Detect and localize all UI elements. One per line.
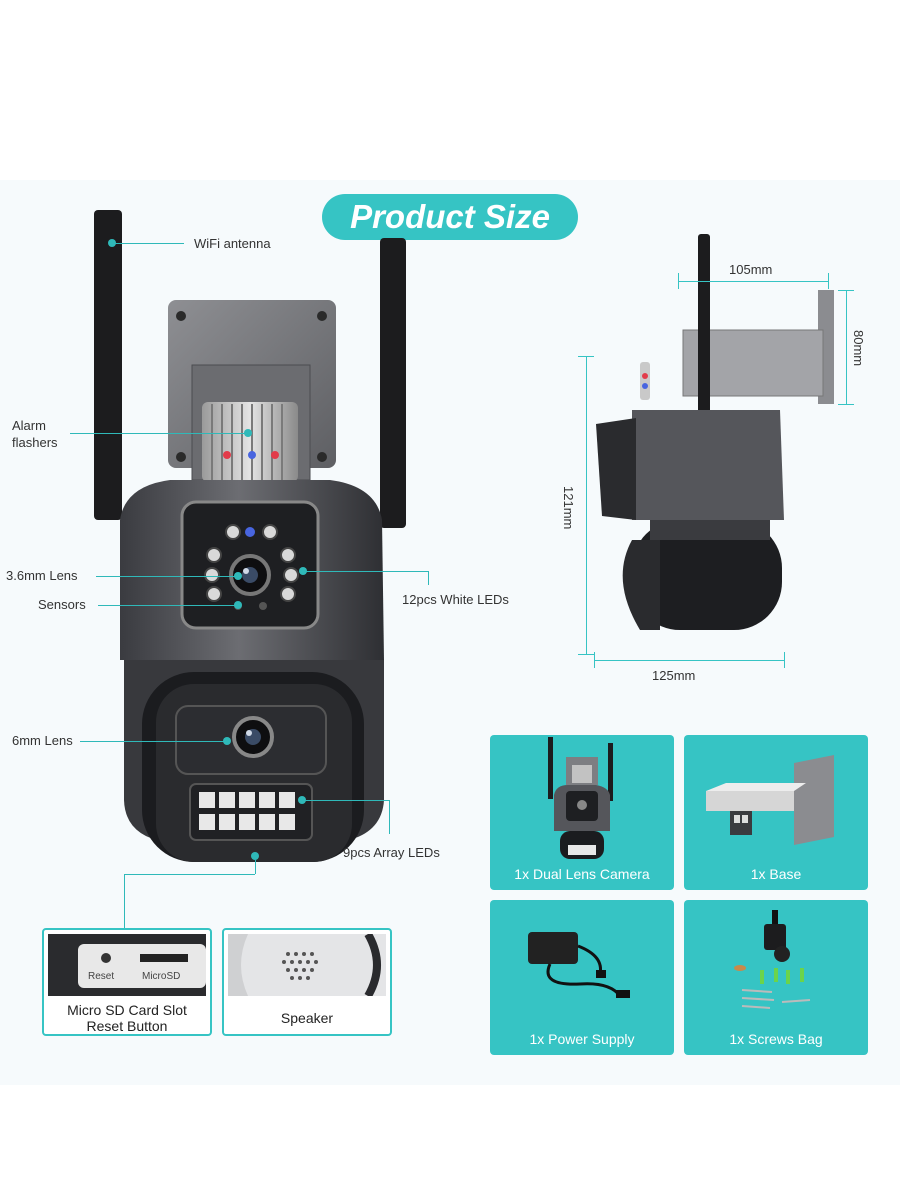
dim-line-bottom [594, 660, 784, 661]
callout-wifi-antenna: WiFi antenna [194, 236, 271, 251]
dim-width-bottom: 125mm [652, 668, 696, 683]
antenna-right [380, 238, 406, 528]
page-title: Product Size [322, 194, 578, 240]
base-bracket-icon [706, 755, 834, 845]
package-card-camera: 1x Dual Lens Camera [490, 735, 674, 890]
package-card-base: 1x Base [684, 735, 868, 890]
package-label-screws: 1x Screws Bag [729, 1031, 823, 1047]
package-card-power: 1x Power Supply [490, 900, 674, 1055]
package-label-base: 1x Base [750, 866, 802, 882]
callout-array-leds: 9pcs Array LEDs [343, 845, 440, 860]
dim-line-body [586, 356, 587, 654]
callout-alarm-flashers-1: Alarm [12, 418, 46, 433]
dim-line-mount [846, 290, 847, 404]
screws-bag-icon [734, 910, 811, 1009]
dim-body-height: 121mm [561, 486, 576, 530]
detail-sd-slot: Reset MicroSD Micro SD Card Slot Reset B… [42, 928, 212, 1036]
mini-camera-icon [548, 737, 613, 859]
side-view-illustration [596, 234, 834, 630]
antenna-left [94, 210, 122, 520]
detail-sd-label-1: Micro SD Card Slot [67, 1002, 187, 1018]
callout-lens-36: 3.6mm Lens [6, 568, 78, 583]
dim-line-top [678, 281, 828, 282]
package-card-screws: 1x Screws Bag [684, 900, 868, 1055]
speaker-icon [228, 934, 386, 996]
package-label-power: 1x Power Supply [529, 1031, 635, 1047]
power-supply-icon [528, 932, 630, 998]
detail-speaker-label: Speaker [280, 1010, 334, 1026]
callout-alarm-flashers-2: flashers [12, 435, 58, 450]
detail-sd-label-2: Reset Button [86, 1018, 168, 1034]
dim-mount-height: 80mm [851, 330, 866, 367]
reset-text: Reset [88, 971, 115, 982]
ribbed-neck [202, 402, 298, 482]
callout-sensors: Sensors [38, 597, 86, 612]
callout-white-leds: 12pcs White LEDs [402, 592, 509, 607]
callout-lens-6: 6mm Lens [12, 733, 73, 748]
detail-speaker: Speaker [222, 928, 392, 1036]
dim-width-top: 105mm [729, 262, 773, 277]
package-label-camera: 1x Dual Lens Camera [514, 866, 650, 882]
camera-illustration [94, 210, 406, 862]
sd-slot-icon [48, 934, 206, 996]
microsd-text: MicroSD [142, 971, 181, 982]
